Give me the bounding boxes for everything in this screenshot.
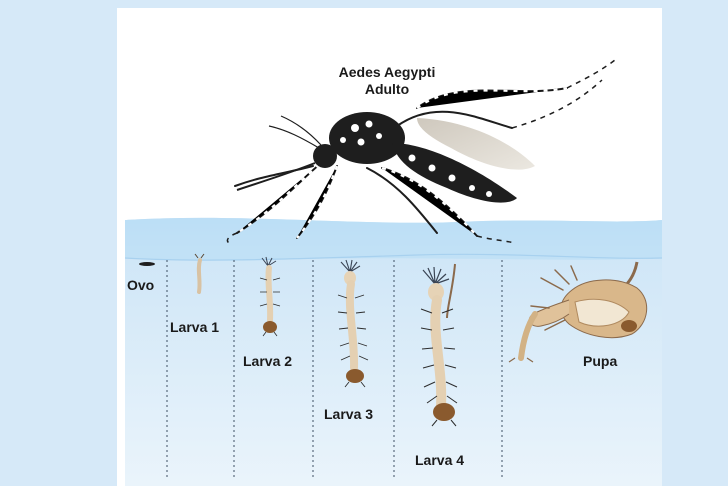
water-surface bbox=[125, 218, 662, 261]
label-larva-1: Larva 1 bbox=[170, 319, 219, 335]
diagram-panel: Aedes Aegypti Adulto Ovo Larva 1 Larva 2… bbox=[117, 8, 662, 486]
label-larva-4: Larva 4 bbox=[415, 452, 464, 468]
title-line-2: Adulto bbox=[287, 81, 487, 98]
label-larva-2: Larva 2 bbox=[243, 353, 292, 369]
egg-icon bbox=[139, 262, 155, 266]
title-line-1: Aedes Aegypti bbox=[287, 64, 487, 81]
label-ovo: Ovo bbox=[127, 277, 154, 293]
label-larva-3: Larva 3 bbox=[324, 406, 373, 422]
label-pupa: Pupa bbox=[583, 353, 617, 369]
diagram-title: Aedes Aegypti Adulto bbox=[287, 64, 487, 98]
